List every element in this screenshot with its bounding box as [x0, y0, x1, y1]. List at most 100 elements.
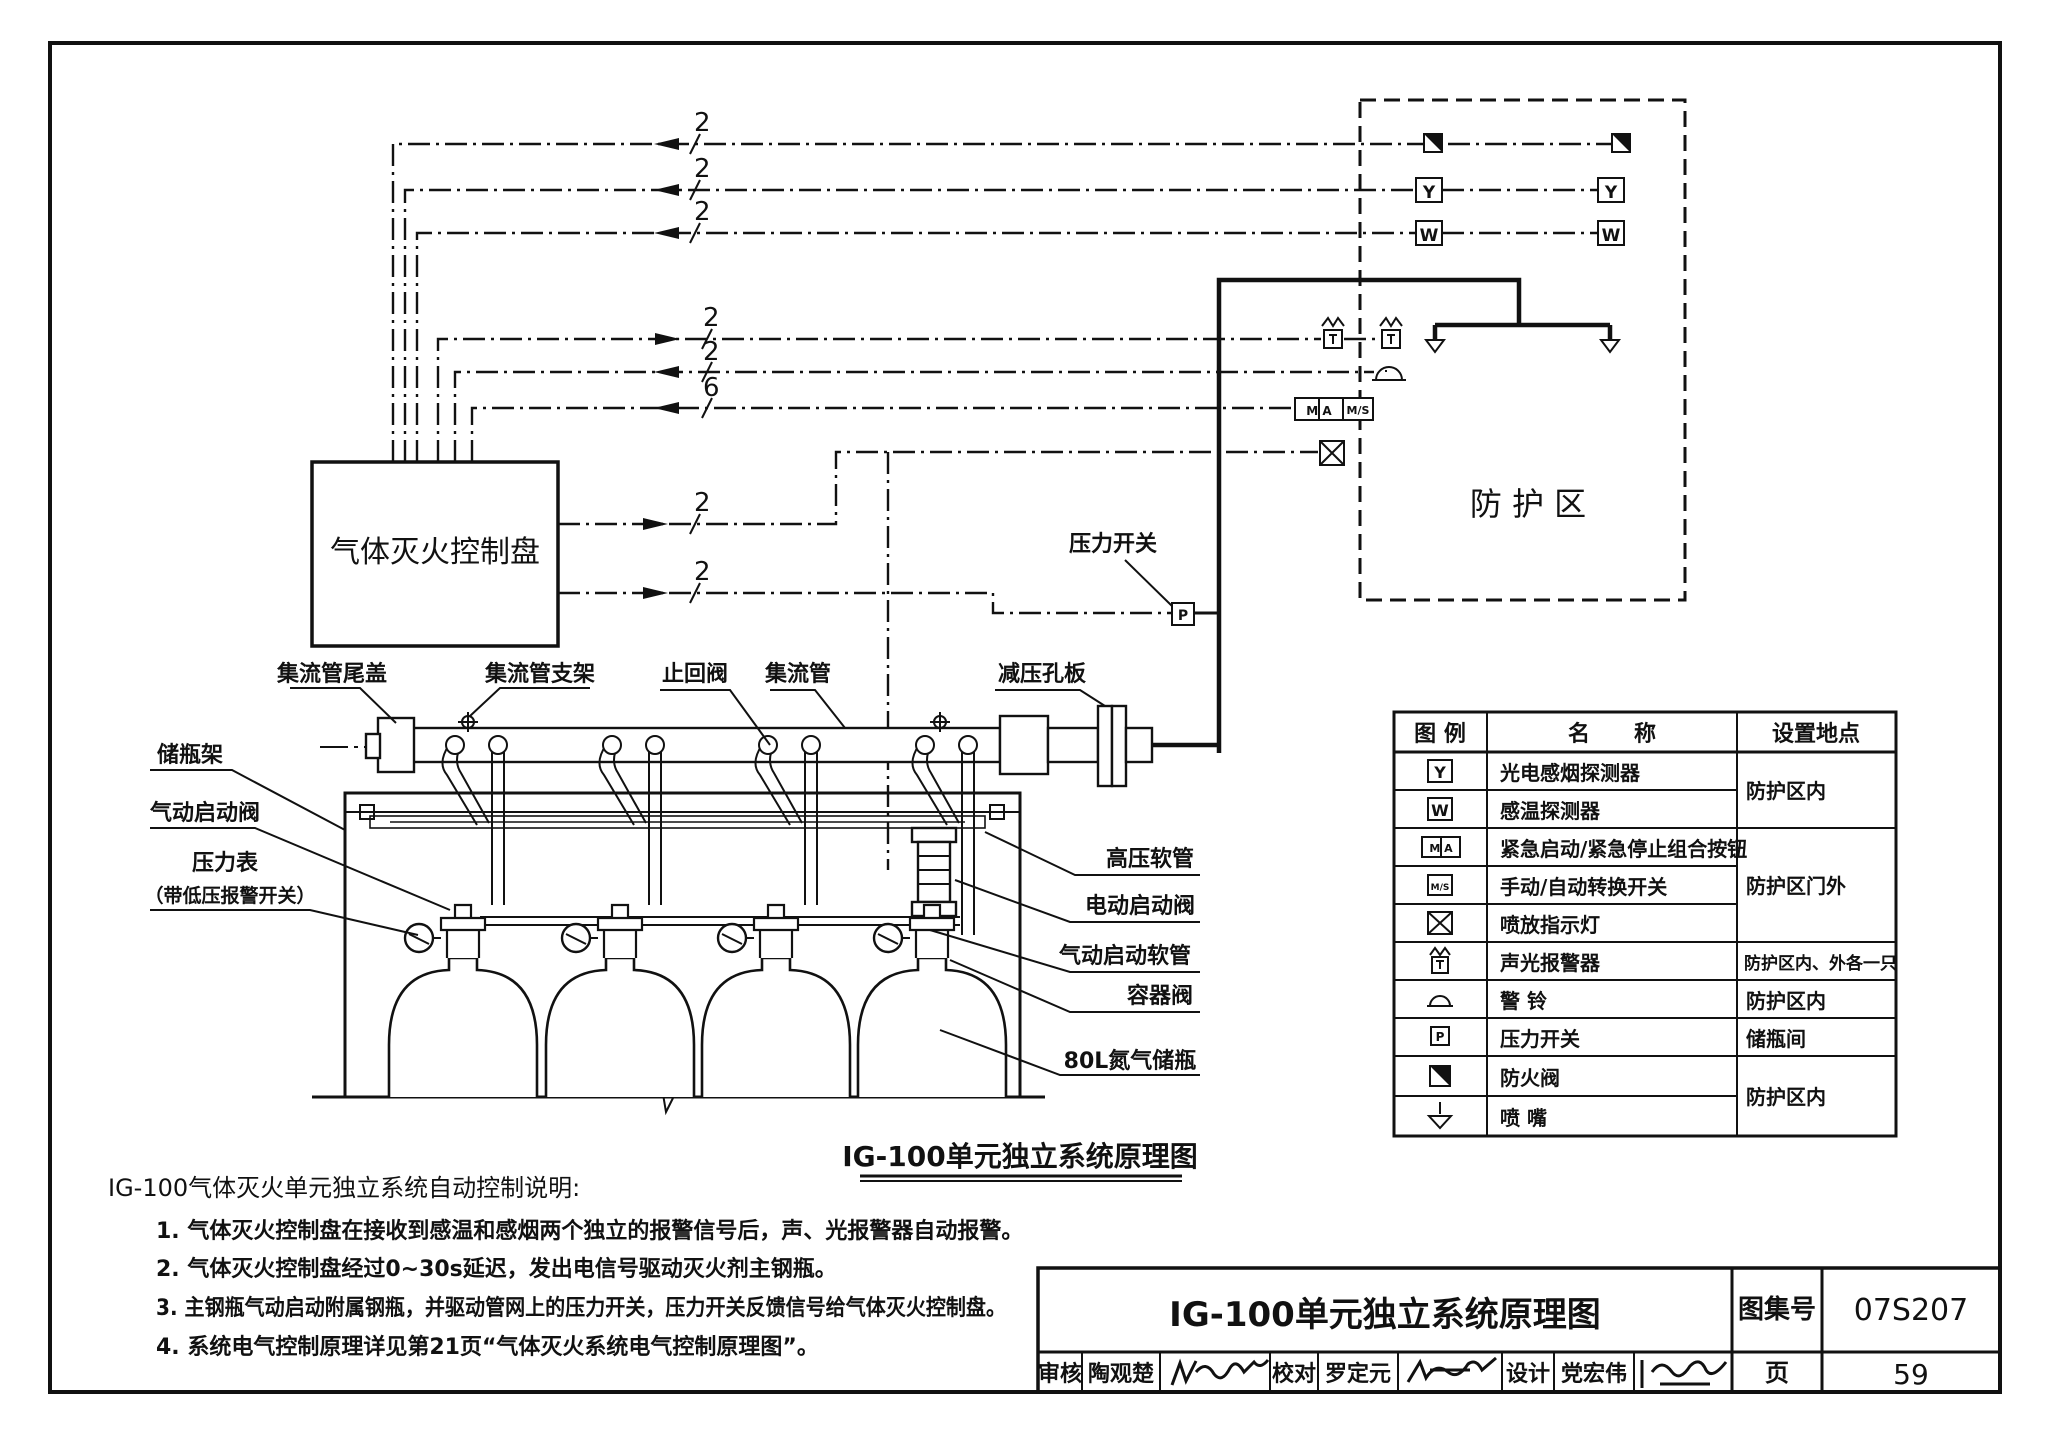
svg-text:W: W	[1431, 801, 1449, 820]
control-panel: 气体灭火控制盘	[310, 460, 560, 648]
design-label: 设计	[1506, 1362, 1550, 1387]
designer-signature	[1640, 1360, 1728, 1388]
pressure-switch-icon: P	[1430, 1026, 1450, 1046]
note-item: 2. 气体灭火控制盘经过0~30s延迟，发出电信号驱动灭火剂主钢瓶。	[156, 1256, 837, 1282]
wire-count: 2	[703, 337, 720, 367]
atlas-label: 图集号	[1738, 1294, 1816, 1325]
designer-name: 党宏伟	[1561, 1361, 1627, 1387]
manual-auto-switch-icon: M/S	[1342, 397, 1374, 421]
discharge-lamp-icon	[1427, 911, 1453, 935]
legend-name: 警 铃	[1500, 989, 1547, 1013]
legend-table: 图 例 名 称 设置地点 Y W M A M/S	[1392, 710, 1898, 1138]
page-label: 页	[1765, 1359, 1789, 1387]
review-label: 审核	[1038, 1361, 1082, 1387]
check-label: 校对	[1272, 1361, 1316, 1387]
label-pressure-gauge: 压力表	[192, 851, 259, 876]
reviewer-name: 陶观楚	[1088, 1361, 1154, 1387]
storage-cylinder	[387, 903, 539, 1097]
fire-damper-icon	[1423, 133, 1443, 153]
label-pneumatic-start-valve: 气动启动阀	[149, 800, 260, 826]
pressure-switch-label: 压力开关	[1069, 532, 1157, 557]
smoke-detector-icon: Y	[1427, 759, 1453, 783]
legend-location: 防护区门外	[1746, 874, 1846, 898]
alarm-icon	[1379, 316, 1403, 349]
legend-location: 防护区内	[1746, 989, 1826, 1013]
storage-cylinder	[856, 903, 1008, 1097]
storage-cylinder	[700, 903, 852, 1097]
protection-zone: 防 护 区	[1358, 98, 1687, 602]
label-check-valve: 止回阀	[662, 662, 728, 687]
svg-text:P: P	[1178, 608, 1188, 624]
legend-name: 压力开关	[1500, 1027, 1580, 1051]
svg-text:M/S: M/S	[1431, 883, 1450, 893]
fire-damper-icon	[1611, 133, 1631, 153]
emergency-button-icon: M A	[1294, 397, 1344, 421]
label-orifice-plate: 减压孔板	[998, 661, 1087, 687]
title-block: IG-100单元独立系统原理图 图集号 07S207 审核 陶观楚 校对 罗定元…	[1036, 1266, 2002, 1394]
label-cylinder-rack: 储瓶架	[157, 742, 223, 768]
svg-text:M A: M A	[1429, 842, 1453, 855]
cylinders	[387, 903, 1008, 1097]
legend-name: 声光报警器	[1499, 951, 1601, 975]
legend-header-name: 名 称	[1568, 721, 1656, 747]
bell-icon	[1372, 366, 1406, 381]
protection-zone-label: 防 护 区	[1470, 485, 1586, 523]
wire-count: 2	[694, 154, 711, 184]
label-header-end-cap: 集流管尾盖	[276, 661, 387, 687]
wire-count: 2	[694, 197, 711, 227]
wire-count: 6	[703, 373, 720, 403]
wire-count: 2	[694, 488, 711, 518]
label-pressure-gauge-note: （带低压报警开关）	[144, 884, 315, 907]
checker-signature	[1406, 1356, 1497, 1383]
page-number: 59	[1893, 1358, 1929, 1391]
checker-name: 罗定元	[1325, 1361, 1391, 1387]
manual-auto-switch-icon: M/S	[1427, 874, 1453, 896]
smoke-detector-icon: Y	[1597, 177, 1625, 203]
label-header: 集流管	[764, 661, 831, 687]
legend-name: 光电感烟探测器	[1499, 761, 1641, 785]
label-header-bracket: 集流管支架	[484, 661, 595, 687]
legend-location: 储瓶间	[1746, 1027, 1806, 1051]
nozzle-icon	[1424, 339, 1446, 354]
heat-detector-icon: W	[1427, 797, 1453, 821]
storage-cylinder	[544, 903, 696, 1097]
legend-name: 防火阀	[1500, 1066, 1560, 1090]
wire-count: 2	[703, 303, 720, 333]
diagram-title: IG-100单元独立系统原理图	[842, 1140, 1197, 1173]
legend-location: 防护区内、外各一只	[1744, 953, 1897, 974]
legend-name: 手动/自动转换开关	[1500, 875, 1667, 899]
note-item: 3. 主钢瓶气动启动附属钢瓶，并驱动管网上的压力开关，压力开关反馈信号给气体灭火…	[156, 1295, 1006, 1321]
svg-text:P: P	[1436, 1030, 1445, 1044]
alarm-icon	[1321, 316, 1345, 349]
heat-detector-icon: W	[1415, 220, 1443, 246]
note-item: 1. 气体灭火控制盘在接收到感温和感烟两个独立的报警信号后，声、光报警器自动报警…	[156, 1218, 1023, 1244]
label-cylinder: 80L氮气储瓶	[1064, 1048, 1197, 1074]
atlas-number: 07S207	[1854, 1293, 1968, 1328]
pressure-switch-icon: P	[1171, 602, 1219, 626]
label-container-valve: 容器阀	[1127, 983, 1193, 1009]
label-hp-hose: 高压软管	[1106, 846, 1194, 872]
legend-location: 防护区内	[1746, 1085, 1826, 1109]
svg-text:M/S: M/S	[1347, 404, 1370, 417]
svg-text:W: W	[1420, 226, 1439, 246]
notes-title: IG-100气体灭火单元独立系统自动控制说明:	[108, 1174, 580, 1202]
legend-name: 感温探测器	[1500, 799, 1601, 823]
component-labels: 集流管尾盖 集流管支架 止回阀 集流管 减压孔板 储瓶架 气动启动阀 压力表 （…	[144, 661, 1200, 1076]
field-devices: Y Y W W	[1216, 133, 1631, 753]
legend-name: 喷 嘴	[1500, 1106, 1547, 1130]
alarm-icon	[1429, 946, 1451, 974]
title-block-title: IG-100单元独立系统原理图	[1169, 1295, 1601, 1335]
label-electric-start-valve: 电动启动阀	[1085, 893, 1195, 919]
signal-lines: 2 2 2 2 2 6 2 2	[391, 108, 1612, 870]
legend-header-location: 设置地点	[1772, 721, 1860, 747]
bell-icon	[1427, 995, 1453, 1007]
svg-text:M A: M A	[1306, 404, 1332, 418]
fire-damper-icon	[1429, 1065, 1451, 1087]
reviewer-signature	[1170, 1358, 1270, 1386]
wire-count: 2	[694, 557, 711, 587]
cylinder-assembly	[312, 704, 1219, 1116]
notes: IG-100气体灭火单元独立系统自动控制说明: 1. 气体灭火控制盘在接收到感温…	[108, 1174, 1023, 1360]
control-panel-label: 气体灭火控制盘	[330, 535, 540, 570]
wire-count: 2	[694, 108, 711, 138]
